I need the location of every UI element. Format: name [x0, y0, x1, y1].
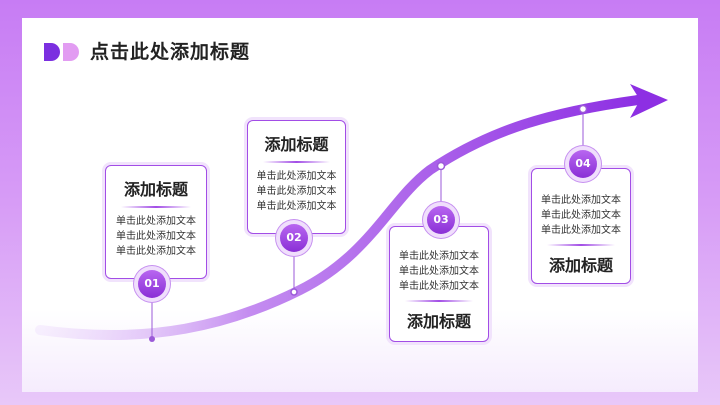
step-text: 单击此处添加文本	[541, 195, 621, 206]
step-badge-1: 01	[138, 270, 166, 298]
divider	[262, 161, 331, 163]
step-heading: 添加标题	[548, 256, 613, 275]
page-title[interactable]: 点击此处添加标题	[90, 41, 251, 63]
divider	[404, 300, 474, 302]
step-text: 单击此处添加文本	[256, 171, 337, 182]
divider	[546, 244, 616, 246]
step-card-3[interactable]: 单击此处添加文本 单击此处添加文本 单击此处添加文本 添加标题	[389, 226, 489, 342]
step-card-1[interactable]: 添加标题 单击此处添加文本 单击此处添加文本 单击此处添加文本	[105, 165, 207, 279]
step-text: 单击此处添加文本	[256, 201, 337, 212]
step-heading: 添加标题	[264, 135, 329, 154]
divider	[121, 206, 191, 208]
step-text: 单击此处添加文本	[116, 231, 196, 242]
logo-icon	[44, 43, 79, 61]
step-heading: 添加标题	[406, 312, 471, 331]
step-badge-2: 02	[280, 224, 308, 252]
step-text: 单击此处添加文本	[399, 251, 479, 262]
step-card-2[interactable]: 添加标题 单击此处添加文本 单击此处添加文本 单击此处添加文本	[247, 120, 346, 234]
step-text: 单击此处添加文本	[256, 186, 337, 197]
step-heading: 添加标题	[123, 180, 188, 199]
step-badge-3: 03	[427, 206, 455, 234]
step-text: 单击此处添加文本	[399, 266, 479, 277]
step-card-4[interactable]: 单击此处添加文本 单击此处添加文本 单击此处添加文本 添加标题	[531, 168, 631, 284]
step-text: 单击此处添加文本	[541, 225, 621, 236]
step-text: 单击此处添加文本	[116, 216, 196, 227]
step-text: 单击此处添加文本	[541, 210, 621, 221]
step-text: 单击此处添加文本	[116, 246, 196, 257]
step-text: 单击此处添加文本	[399, 281, 479, 292]
step-badge-4: 04	[569, 150, 597, 178]
